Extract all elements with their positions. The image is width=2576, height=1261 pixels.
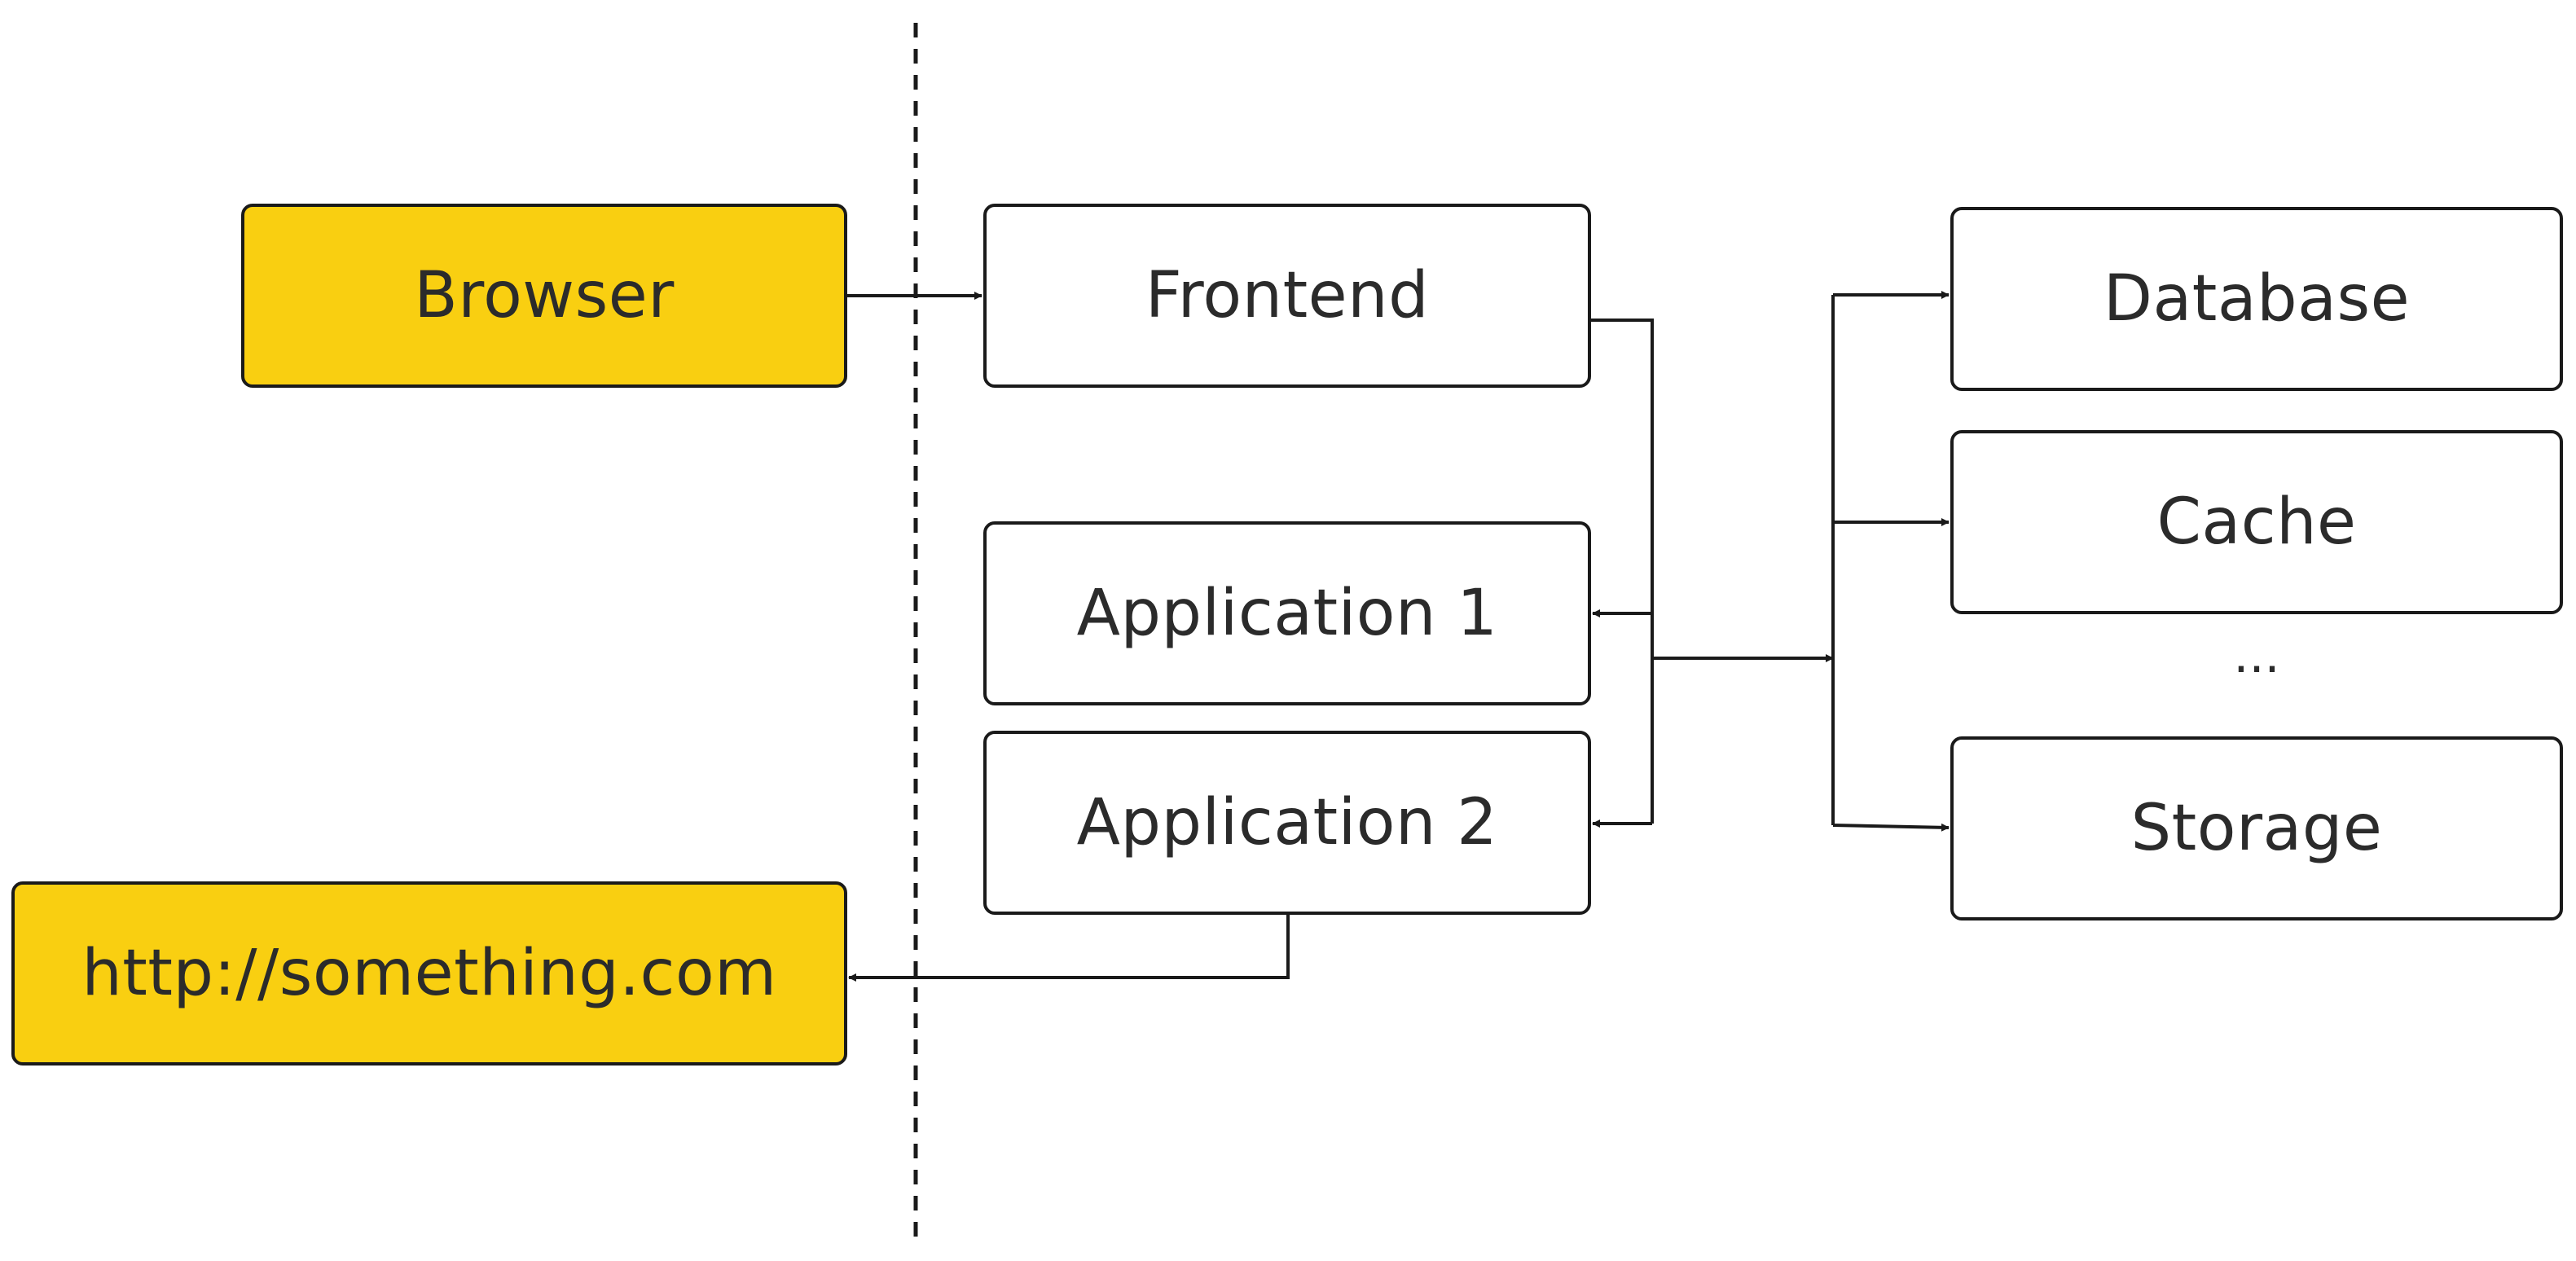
cache-node: Cache (1950, 430, 2563, 614)
cache-label: Cache (2156, 486, 2357, 559)
database-node: Database (1950, 207, 2563, 391)
frontend-node: Frontend (983, 204, 1591, 388)
application-2-label: Application 2 (1076, 786, 1498, 859)
application-2-node: Application 2 (983, 731, 1591, 915)
application-1-label: Application 1 (1076, 577, 1498, 650)
browser-node: Browser (241, 204, 847, 388)
connector-storage (1832, 823, 1950, 832)
storage-node: Storage (1950, 736, 2563, 920)
more-services-ellipsis: ... (2233, 627, 2280, 684)
browser-label: Browser (414, 259, 675, 332)
database-label: Database (2103, 262, 2411, 336)
connector-frontend-bus (1591, 319, 1654, 824)
external-url-node: http://something.com (11, 881, 847, 1065)
connector-app2-external (848, 915, 1290, 982)
storage-label: Storage (2130, 792, 2383, 865)
application-1-node: Application 1 (983, 521, 1591, 705)
frontend-label: Frontend (1145, 259, 1430, 332)
external-url-label: http://something.com (81, 937, 777, 1010)
